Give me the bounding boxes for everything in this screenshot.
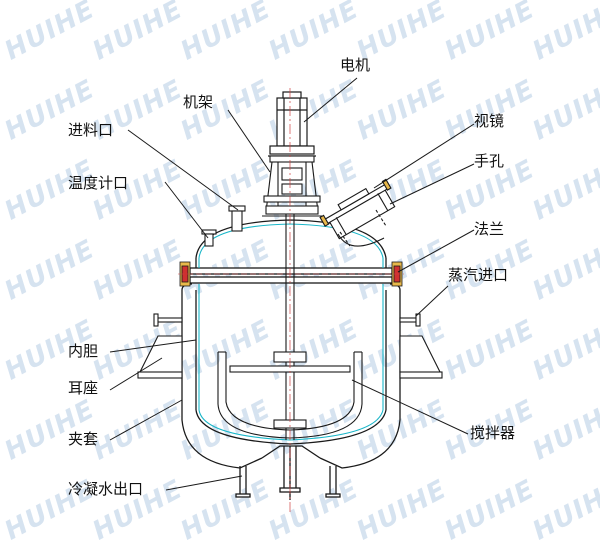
label-lug-support: 耳座 [68,379,99,397]
label-agitator: 搅拌器 [470,424,516,442]
motor-body [276,97,308,147]
flange-bolts [178,261,404,287]
leader-jacket [109,399,183,441]
leader-lines [109,77,475,491]
leader-lug [109,357,163,391]
label-motor: 电机 [340,56,371,74]
inner-vessel-line [198,223,384,441]
side-nozzles [137,313,443,379]
sight-glass-assembly [319,178,396,247]
label-steam-inlet: 蒸汽进口 [448,266,509,284]
label-feed-port: 进料口 [68,121,114,139]
leader-sight [373,123,475,189]
label-jacket: 夹套 [68,430,99,448]
label-condensate-outlet: 冷凝水出口 [68,480,144,498]
label-flange: 法兰 [474,220,505,238]
leader-thermo [164,181,209,239]
leader-flange [397,229,475,273]
motor-cap [282,91,302,99]
frame-assembly [262,155,322,217]
leader-inner [109,339,197,353]
motor-assembly [268,91,316,157]
leader-hand [389,163,475,205]
leader-agitator [351,379,469,435]
leader-condensate [165,475,243,491]
reducer [269,145,315,155]
label-frame: 机架 [183,93,214,111]
leader-frame [227,109,271,173]
label-inner-vessel: 内胆 [68,342,99,360]
leader-feed [127,129,239,211]
label-thermometer-port: 温度计口 [68,174,129,192]
leader-steam [415,285,449,317]
agitator [217,214,363,440]
label-manhole: 手孔 [474,152,505,170]
nozzles-top [201,205,246,247]
leader-motor [303,77,358,123]
label-sight-glass: 视镜 [474,112,505,130]
